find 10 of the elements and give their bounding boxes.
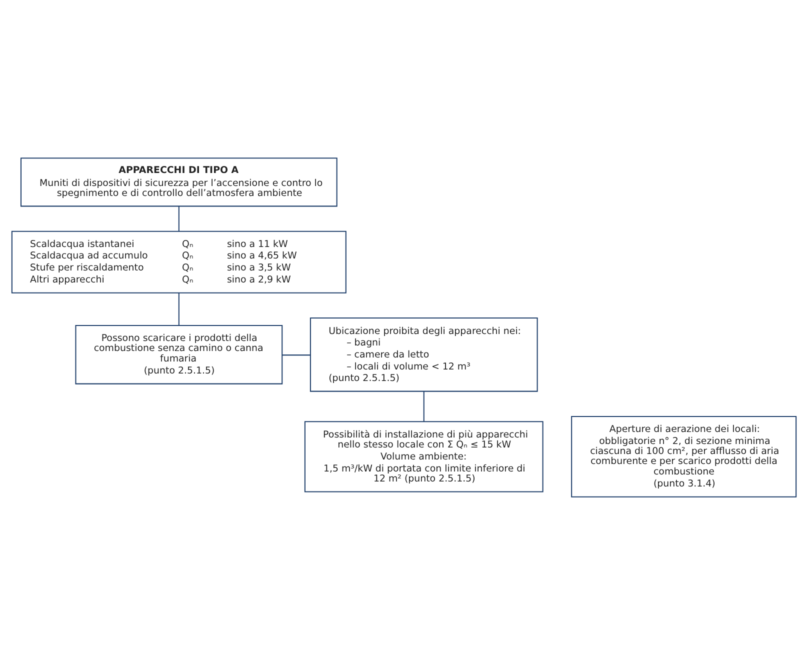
node-box: Possibilità di installazione di più apparecchi nello stesso locale con Σ Qₙ ≤ 15 kW Volume ambiente: 1,5 m³/kW di portata con limite inferiore di 12 m² (punto 2.5.1.5) [304, 420, 544, 492]
node-box: Ubicazione proibita degli apparecchi nei: – bagni – camere da letto – locali di volume < 12 m³ (punto 2.5.1.5) [310, 317, 538, 392]
connector [178, 292, 180, 325]
node-box: Scaldacqua istantanei Qₙ sino a 11 kW Scaldacqua ad accumulo Qₙ sino a 4,65 kW Stufe per riscaldamento Qₙ sino a 3,5 kW Altri apparecchi Qₙ sino a 2,9 kW [11, 230, 346, 293]
connector [178, 206, 180, 231]
connector [282, 354, 310, 356]
connector [423, 391, 424, 422]
node-box: APPARECCHI DI TIPO A Muniti di dispositivi di sicurezza per l’accensione e contro lo spegnimento e di controllo dell’atmosfera ambiente [20, 157, 338, 206]
node-box: Aperture di aerazione dei locali: obbligatorie n° 2, di sezione minima ciascuna di 100 cm², per afflusso di aria comburente e per scarico prodotti della combustione (punto 3.1.4) [571, 416, 797, 497]
node-box: Possono scaricare i prodotti della combustione senza camino o canna fumaria (punto 2.5.1.5) [75, 324, 283, 384]
